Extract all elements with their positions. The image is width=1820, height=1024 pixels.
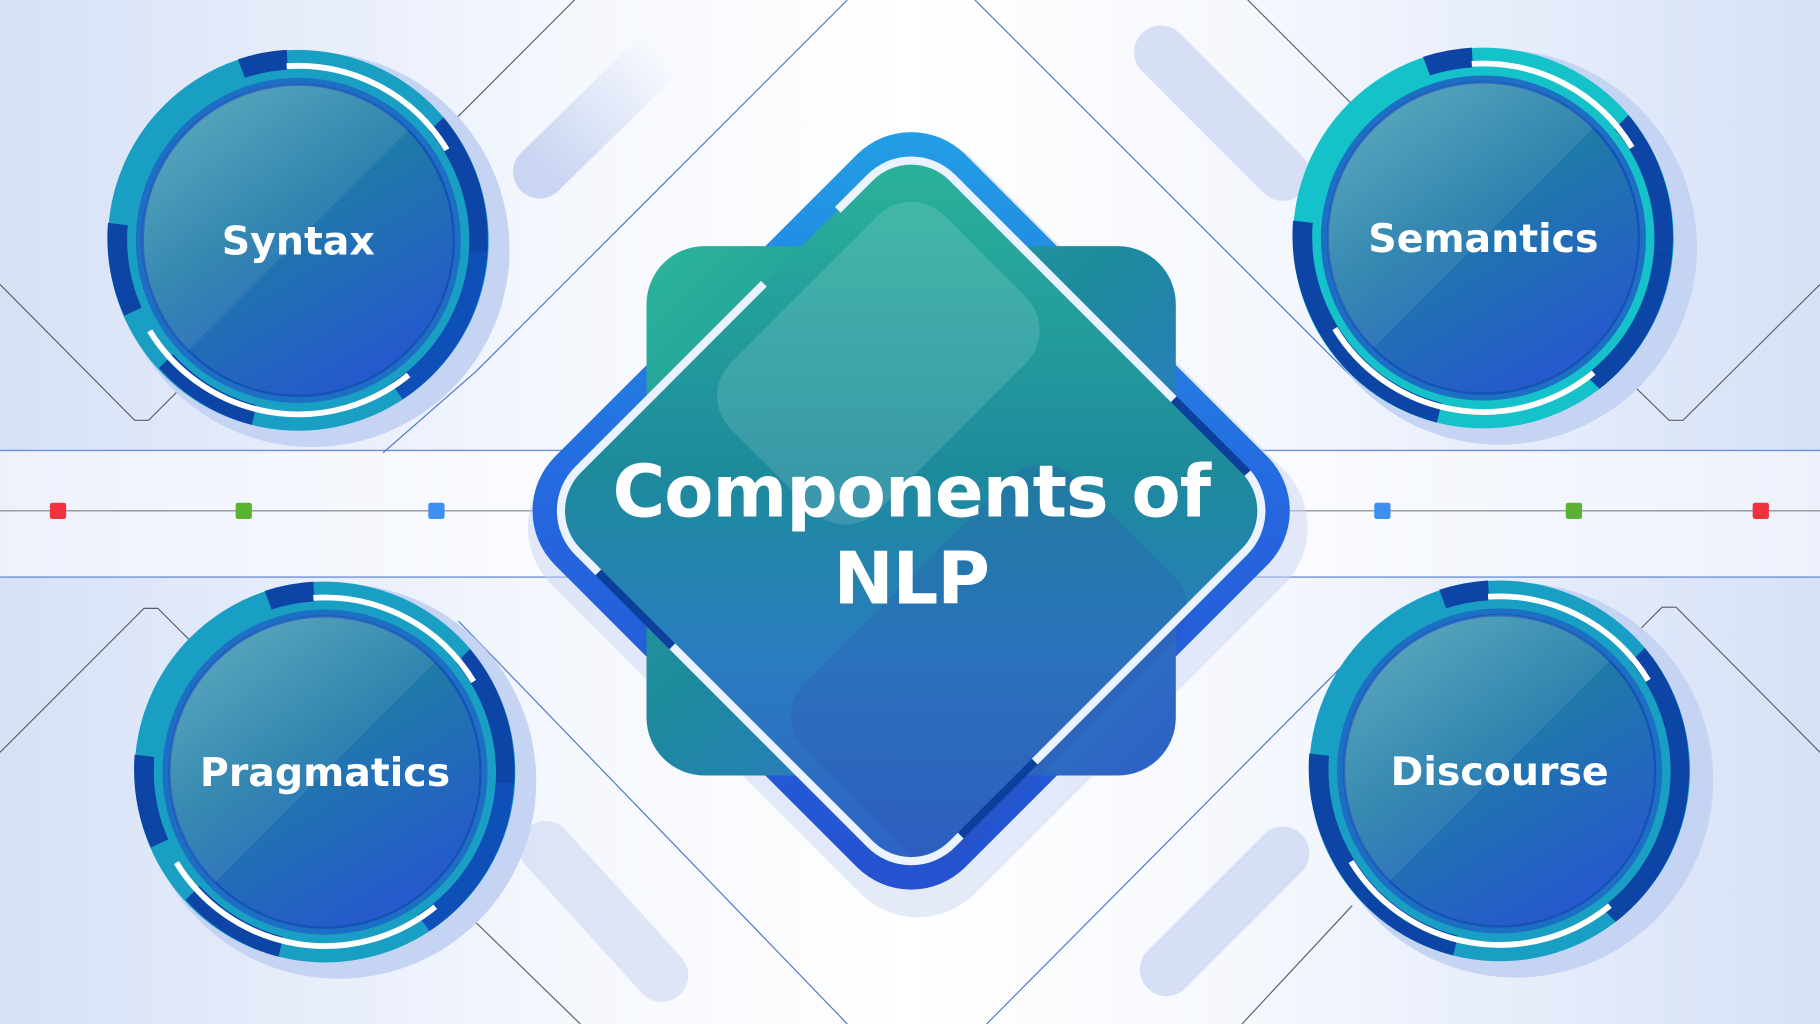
component-discourse[interactable]: Discourse [1308, 580, 1714, 978]
marker-blue [428, 502, 445, 519]
center-diamond [527, 132, 1308, 918]
component-syntax[interactable]: Syntax [107, 49, 510, 447]
title-line-1: Components of [612, 450, 1211, 534]
marker-green [235, 502, 252, 519]
marker-blue [1374, 502, 1391, 519]
component-semantics[interactable]: Semantics [1292, 47, 1697, 445]
component-label: Pragmatics [200, 750, 450, 796]
title-line-2: NLP [833, 537, 988, 621]
decorative-pills [513, 25, 1310, 1002]
component-pragmatics[interactable]: Pragmatics [134, 581, 537, 979]
marker-red [1752, 502, 1769, 519]
markers-right [1374, 502, 1769, 519]
title: Components of NLP [612, 450, 1212, 621]
component-label: Discourse [1391, 749, 1609, 795]
component-label: Semantics [1368, 216, 1598, 262]
markers-left [49, 502, 445, 519]
component-label: Syntax [222, 218, 375, 264]
marker-red [49, 502, 67, 519]
marker-green [1565, 502, 1583, 519]
diamond-guide-lines [382, 0, 1359, 1024]
